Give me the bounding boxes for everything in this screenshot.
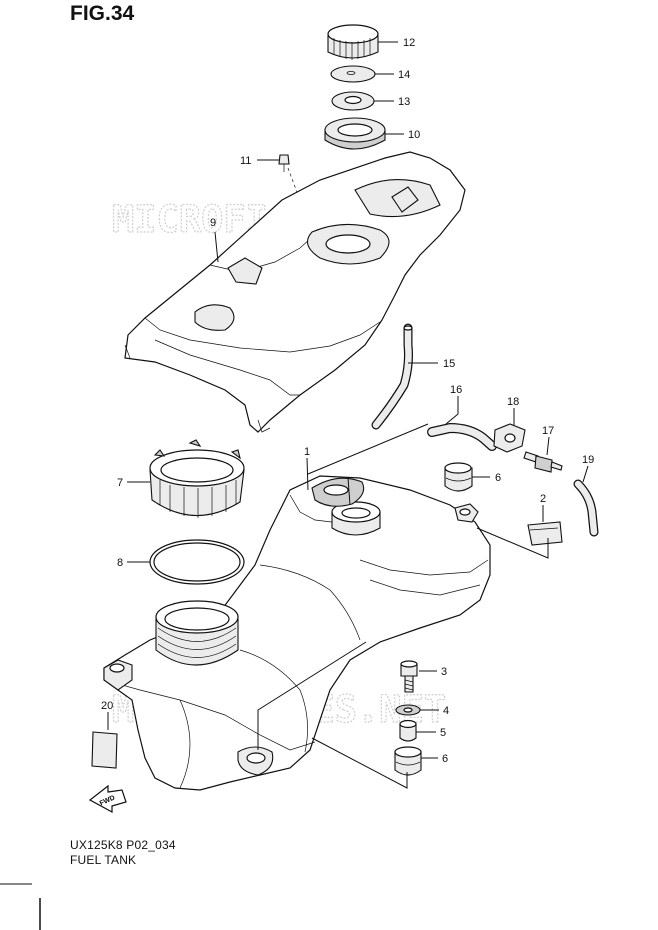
part-10-grommet[interactable] <box>324 117 386 150</box>
part-16-hose[interactable] <box>427 422 497 451</box>
callout-17[interactable]: 17 <box>542 425 554 437</box>
callout-9[interactable]: 9 <box>210 217 216 229</box>
model-code: UX125K8 P02_034 <box>70 838 176 852</box>
part-15-breather-hose[interactable] <box>371 323 413 430</box>
callout-5[interactable]: 5 <box>440 727 446 739</box>
group-name: FUEL TANK <box>70 853 137 867</box>
callout-13[interactable]: 13 <box>398 96 410 108</box>
part-4-washer[interactable] <box>395 704 421 716</box>
callout-4[interactable]: 4 <box>443 705 449 717</box>
callout-8[interactable]: 8 <box>117 557 123 569</box>
callout-19[interactable]: 19 <box>582 454 594 466</box>
figure-title: FIG.34 <box>70 2 135 25</box>
part-18-clamp[interactable] <box>493 423 526 453</box>
callout-6-bottom[interactable]: 6 <box>442 753 448 765</box>
fwd-arrow-icon: FWD <box>88 784 127 814</box>
callout-6-top[interactable]: 6 <box>495 472 501 484</box>
part-2-label-plate[interactable] <box>527 521 563 546</box>
callout-11[interactable]: 11 <box>240 155 251 167</box>
callout-16[interactable]: 16 <box>450 384 462 396</box>
part-9-tank-cover[interactable] <box>124 151 466 433</box>
part-14-cap-gasket[interactable] <box>330 65 376 83</box>
leader-lines <box>107 41 589 789</box>
callout-7[interactable]: 7 <box>117 477 123 489</box>
part-17-valve[interactable] <box>523 451 563 473</box>
part-6-cushion-bottom[interactable] <box>394 746 422 776</box>
part-1-fuel-tank[interactable] <box>103 475 491 791</box>
callout-10[interactable]: 10 <box>408 129 420 141</box>
callout-3[interactable]: 3 <box>441 666 447 678</box>
part-8-o-ring[interactable] <box>149 539 245 585</box>
callout-1[interactable]: 1 <box>304 446 310 458</box>
part-20-label[interactable] <box>91 731 118 769</box>
callout-14[interactable]: 14 <box>398 69 410 81</box>
part-11-screw[interactable] <box>278 154 290 172</box>
part-19-hose[interactable] <box>573 479 599 537</box>
part-12-fuel-cap[interactable] <box>327 24 379 60</box>
callout-12[interactable]: 12 <box>403 37 415 49</box>
part-6-cushion-top[interactable] <box>444 462 473 492</box>
part-5-collar[interactable] <box>399 719 417 742</box>
callout-2[interactable]: 2 <box>540 493 546 505</box>
callouts: 12 14 13 10 11 9 15 16 18 17 19 2 6 7 8 … <box>101 37 594 765</box>
callout-15[interactable]: 15 <box>443 358 455 370</box>
callout-20[interactable]: 20 <box>101 700 113 712</box>
part-13-washer[interactable] <box>331 91 375 111</box>
part-7-pump-lock-ring[interactable] <box>149 439 245 518</box>
part-3-bolt[interactable] <box>400 660 418 693</box>
callout-18[interactable]: 18 <box>507 396 519 408</box>
